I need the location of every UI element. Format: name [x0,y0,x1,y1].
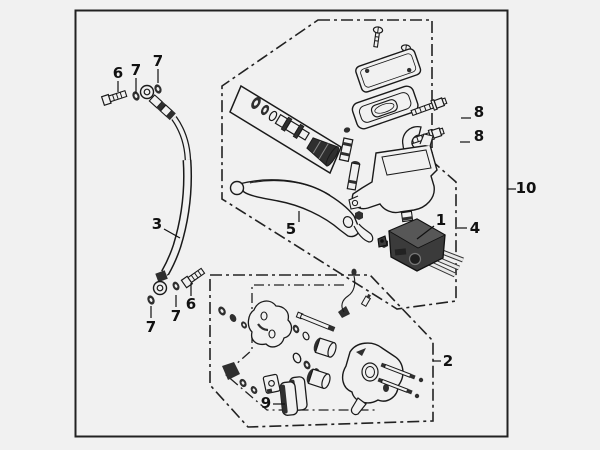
washer-hole [149,298,153,302]
callout-8-clamp-bolt-upper: 8 [473,103,485,121]
push-rod [338,127,361,191]
banjo-bolt-upper [100,90,128,107]
brake-light-switch [377,218,464,278]
caliper-piston-2 [306,368,331,390]
banjo-bolt-lower [180,267,206,289]
slide-pin [295,311,336,332]
diagram-border [74,9,509,438]
callout-6-banjo-bolt-upper: 6 [112,64,124,82]
master-cylinder-body [348,133,438,248]
pad-shim [262,373,281,394]
group-box-caliper [209,274,434,428]
callout-10-front-brake-assembly: 10 [515,179,537,197]
callout-8-clamp-bolt-lower: 8 [473,127,485,145]
callout-5-brake-lever: 5 [285,220,297,238]
piston-boot [306,137,340,167]
callout-3-brake-hose: 3 [151,215,163,233]
brake-lever [229,179,374,243]
washer-hole [174,284,178,288]
callout-7-washer-lower-inner: 7 [170,307,182,325]
group-box-master-cylinder [221,19,457,310]
washer-hole [134,94,138,98]
piston-kit-box [229,84,342,175]
brake-hose [139,84,192,296]
pad-pin-1 [380,362,416,380]
reservoir-cap [355,48,422,93]
master-piston [274,113,311,141]
callout-9-brake-pads: 9 [260,394,272,412]
brake-pads [279,376,308,416]
callout-7-washer-upper-outer: 7 [130,61,142,79]
leader-lines [117,69,516,405]
callout-7-washer-upper-inner: 7 [152,52,164,70]
caliper-parts [218,268,424,416]
pin-boot [222,362,240,380]
washer-hole [156,87,160,91]
reservoir-diaphragm [351,85,419,130]
callout-4-master-cylinder-assembly: 4 [469,219,481,237]
caliper-bracket [247,300,293,348]
callout-2-caliper-assembly: 2 [442,352,454,370]
pad-pin-2 [377,377,413,395]
callout-7-washer-lower-outer: 7 [145,318,157,336]
callout-1-brake-light-switch: 1 [435,211,447,229]
callout-6-banjo-bolt-lower: 6 [185,295,197,313]
caliper-piston-1 [313,337,337,358]
caliper-body [341,342,404,404]
